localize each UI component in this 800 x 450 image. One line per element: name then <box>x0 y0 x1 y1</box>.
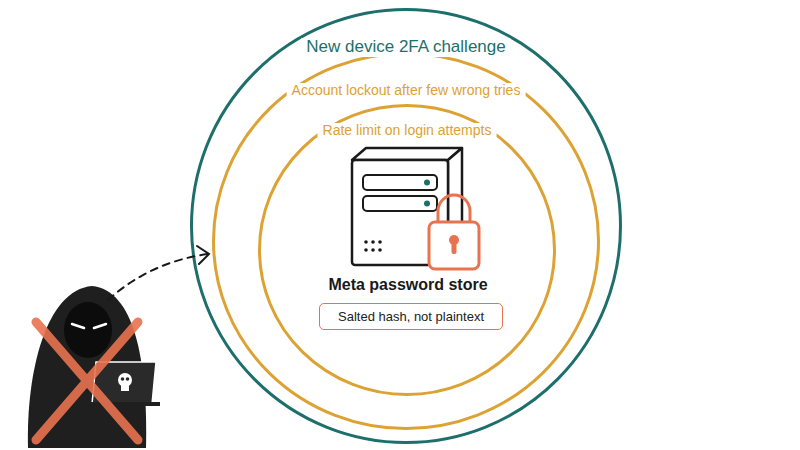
server-vent <box>364 240 382 252</box>
attack-path <box>108 254 208 300</box>
hacker-hood <box>28 286 146 448</box>
skull <box>118 373 132 387</box>
hacker-eye <box>72 324 84 328</box>
ring-outline <box>212 52 600 430</box>
box-text: Salted hash, not plaintext <box>338 309 484 324</box>
server-led <box>424 201 430 207</box>
padlock-body <box>429 222 479 269</box>
server-led <box>424 180 430 186</box>
hacker-face <box>64 302 112 358</box>
blocked-cross <box>36 322 138 440</box>
attack-arrowhead <box>197 246 209 264</box>
ring-stroke <box>192 10 621 443</box>
server-icon <box>352 148 462 265</box>
ring-label: Rate limit on login attempts <box>318 123 497 138</box>
component-label: Meta password store <box>290 276 526 294</box>
laptop <box>92 362 156 404</box>
server-slot <box>363 175 437 190</box>
ring-stroke <box>260 106 555 395</box>
ring-stroke <box>214 54 599 429</box>
hacker-eye <box>94 324 106 328</box>
attack-arrow <box>108 246 209 300</box>
padlock-keyhole <box>452 241 457 254</box>
padlock-shackle <box>438 195 470 224</box>
defense-ring: Salted hash, not plaintext Rate limit on … <box>258 104 556 396</box>
defense-ring: Salted hash, not plaintext Rate limit on … <box>212 52 600 430</box>
server-slot <box>363 196 437 211</box>
padlock-icon <box>429 195 479 269</box>
padlock-keyhole <box>449 235 459 245</box>
skull-eye <box>126 377 130 381</box>
hacker-figure <box>28 286 160 448</box>
skull <box>121 385 129 391</box>
server-front <box>352 160 448 265</box>
ring-outline <box>190 8 622 444</box>
skull-eye <box>121 377 125 381</box>
ring-label: New device 2FA challenge <box>301 38 510 57</box>
server-top <box>352 148 462 160</box>
hash-box: Salted hash, not plaintext <box>319 303 503 330</box>
server-side <box>448 148 462 265</box>
ring-label: Account lockout after few wrong tries <box>287 83 526 98</box>
defense-ring: Salted hash, not plaintext Rate limit on … <box>190 8 622 444</box>
laptop-base <box>80 402 160 406</box>
ring-outline <box>258 104 556 396</box>
